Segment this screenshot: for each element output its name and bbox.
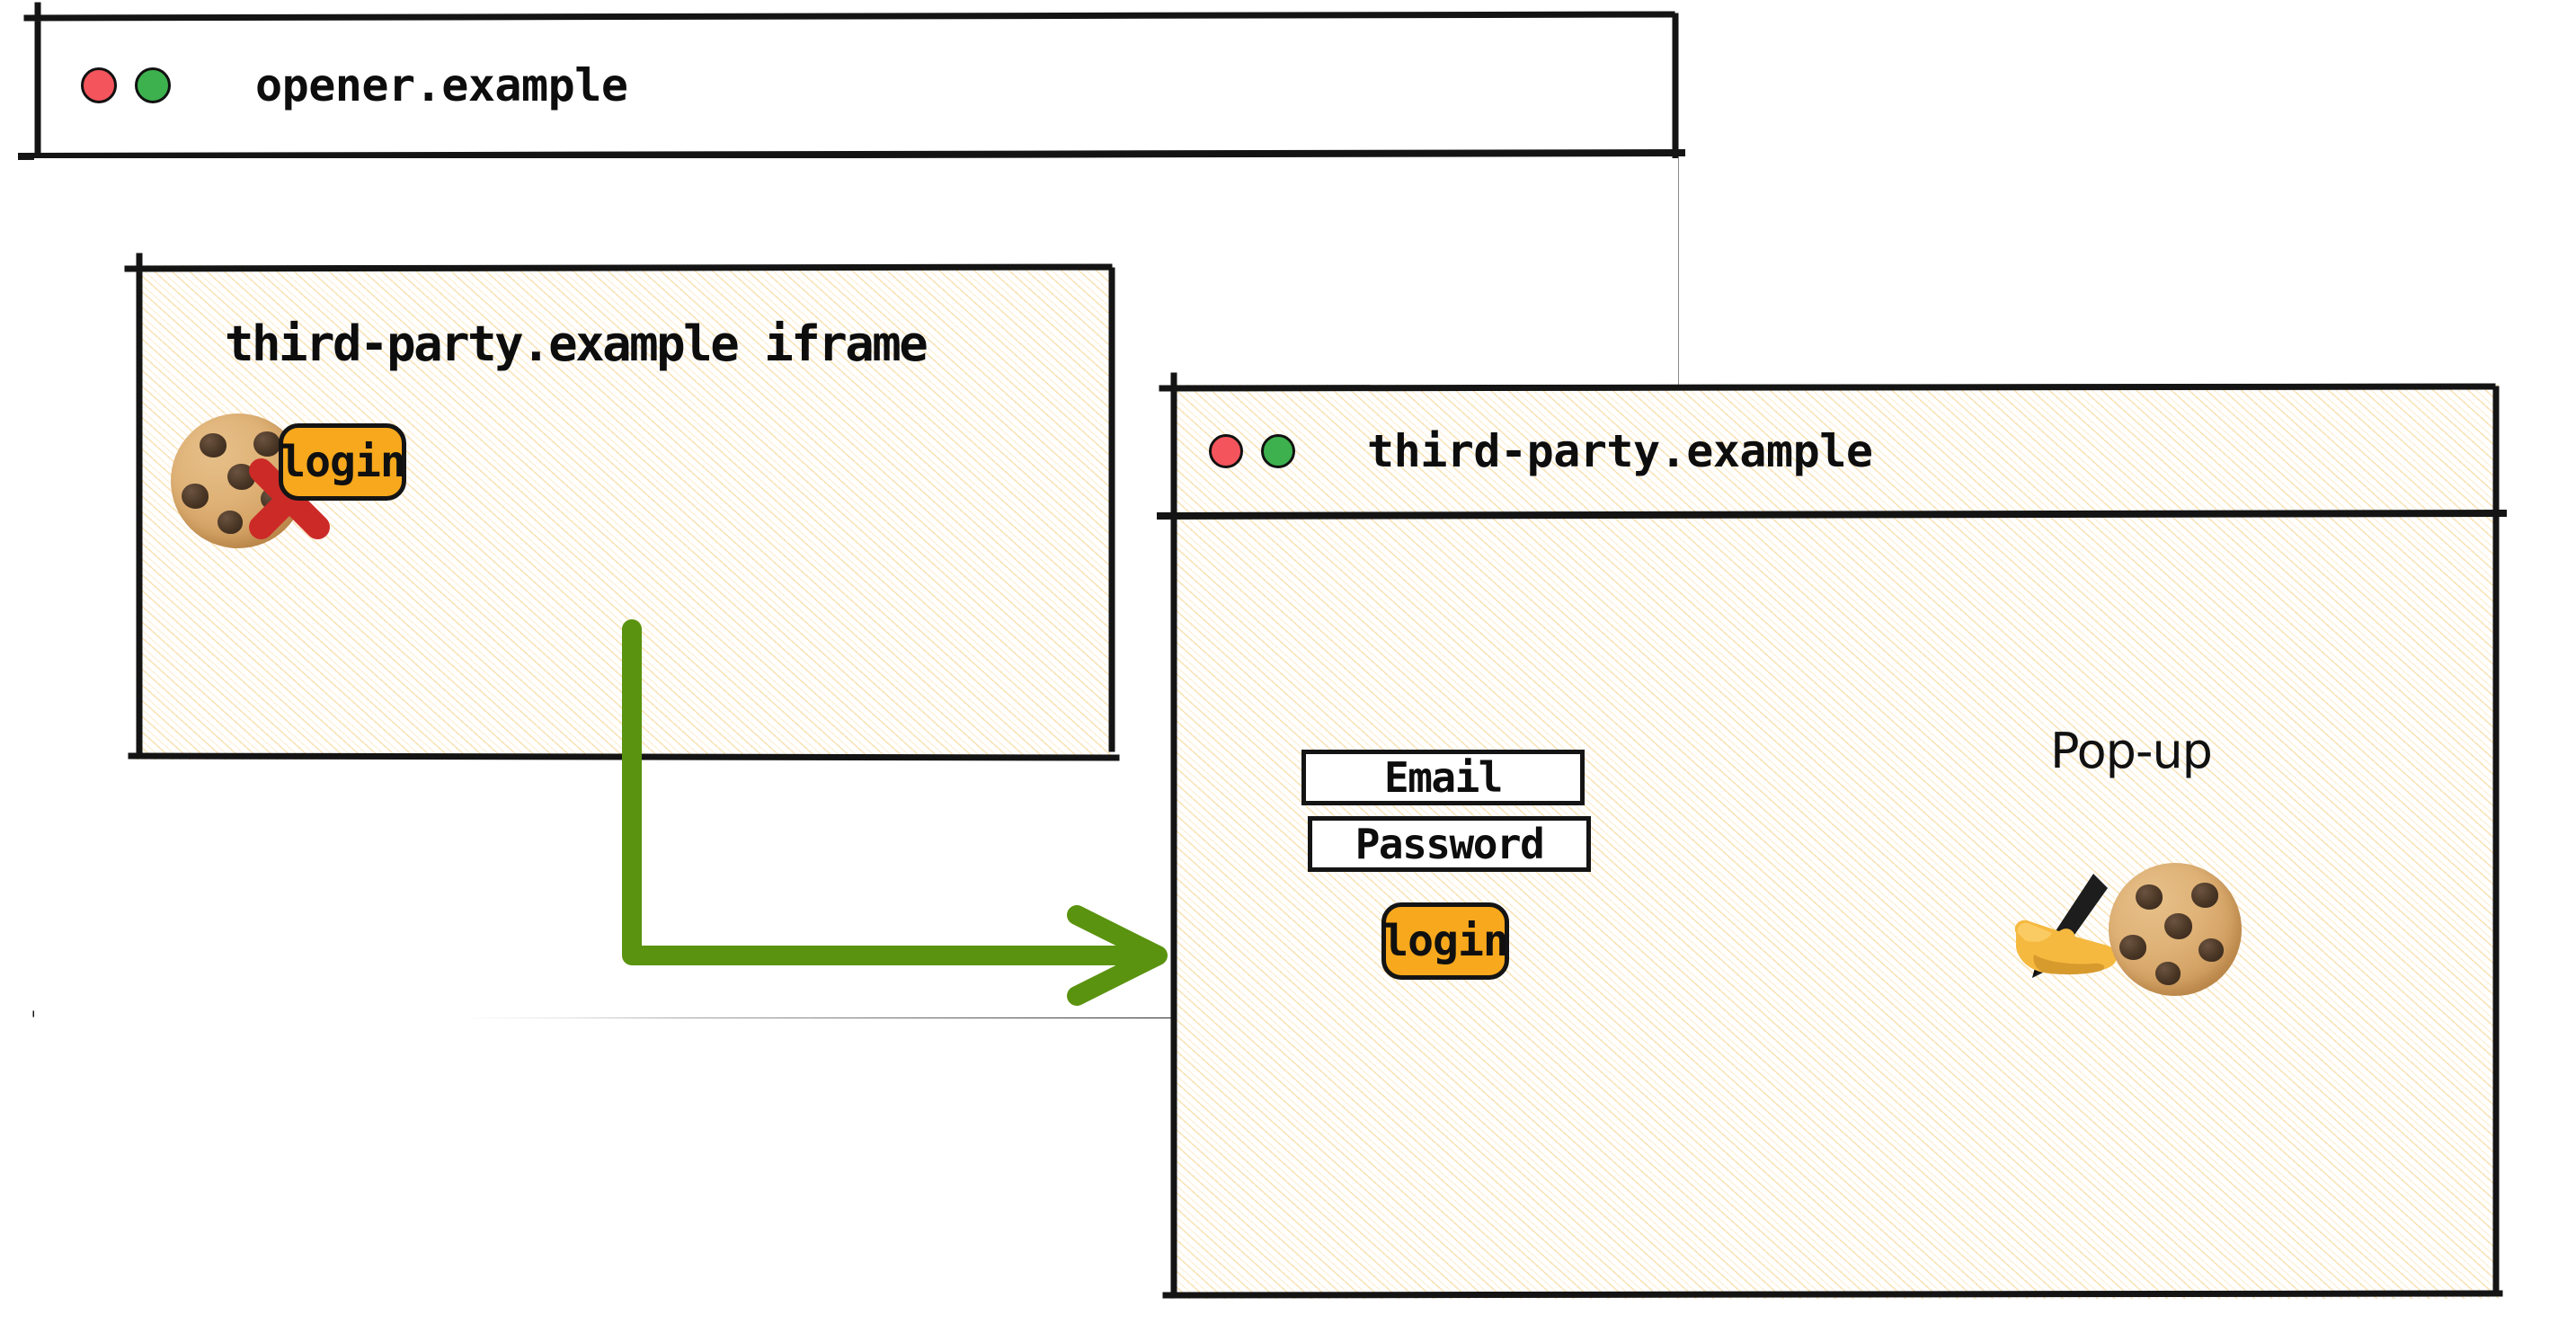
popup-traffic-lights	[1209, 434, 1295, 468]
iframe-login-button-label: login	[280, 437, 405, 487]
password-field-label: Password	[1355, 820, 1545, 868]
opener-titlebar: opener.example	[34, 13, 1678, 158]
popup-annotation-label: Pop-up	[2050, 723, 2213, 779]
popup-titlebar: third-party.example	[1171, 385, 2499, 518]
popup-window-content: Pop-up Email Password login	[1171, 518, 2499, 1299]
email-field-label: Email	[1384, 753, 1503, 802]
popup-login-button[interactable]: login	[1381, 902, 1509, 980]
opener-window-title: opener.example	[255, 59, 628, 111]
close-dot-red[interactable]	[1209, 434, 1243, 468]
cookie-icon	[2109, 863, 2242, 996]
email-field[interactable]: Email	[1301, 750, 1585, 805]
popup-window-title: third-party.example	[1367, 425, 1873, 477]
writing-hand-icon	[2007, 868, 2133, 985]
iframe-title-label: third-party.example iframe	[225, 315, 928, 372]
maximize-dot-green[interactable]	[135, 67, 171, 103]
close-dot-red[interactable]	[81, 67, 117, 103]
password-field[interactable]: Password	[1308, 816, 1591, 872]
iframe-login-button[interactable]: login	[279, 423, 406, 501]
maximize-dot-green[interactable]	[1261, 434, 1295, 468]
popup-login-button-label: login	[1382, 916, 1508, 966]
opener-traffic-lights	[81, 67, 171, 103]
popup-browser-window: third-party.example Pop-up Email Passwor…	[1156, 372, 2508, 1299]
third-party-iframe: third-party.example iframe login	[124, 253, 1120, 761]
